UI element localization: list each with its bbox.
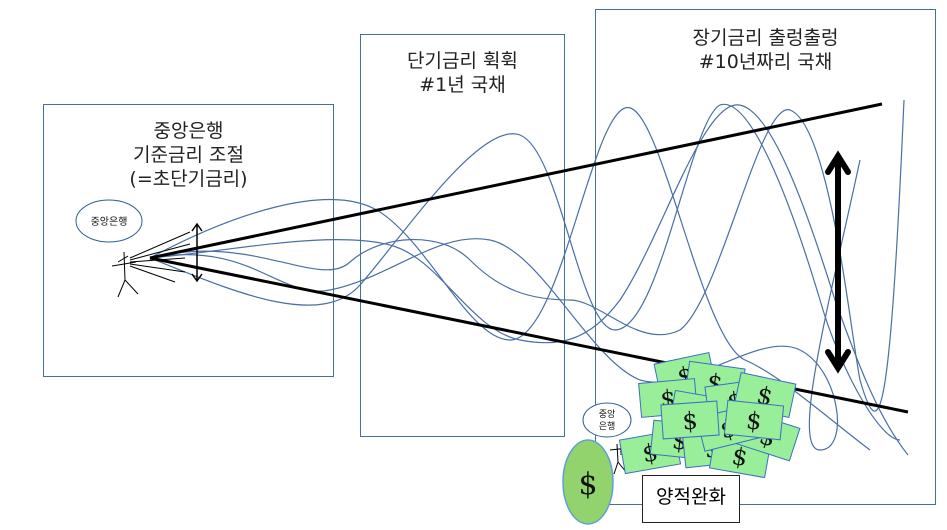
- rate-wave-4: [149, 99, 905, 412]
- cone-upper-line: [149, 102, 883, 260]
- rate-waves: [149, 99, 909, 456]
- dollar-bill-symbol: $: [730, 442, 750, 472]
- qe-bubble-line1: 중앙: [599, 408, 616, 420]
- central-bank-figure: 중앙은행: [75, 199, 191, 298]
- dollar-bill-symbol: $: [745, 406, 763, 435]
- money-bag-symbol: $: [578, 467, 597, 502]
- dollar-bill: $: [660, 400, 720, 440]
- qe-bubble-line2: 은행: [599, 420, 616, 432]
- short-term-panel-title: 단기금리 휙휙 #1년 국채: [407, 50, 518, 96]
- dollar-bill-symbol: $: [681, 406, 698, 435]
- dollar-bills: $$$$$$$$$$$$$$: [618, 351, 801, 479]
- long-term-panel-title: 장기금리 출렁출렁 #10년짜리 국채: [692, 27, 839, 73]
- rate-wave-5: [149, 159, 861, 451]
- central-bank-panel: 중앙은행 기준금리 조절 (=초단기금리): [43, 104, 334, 377]
- short-term-panel: 단기금리 휙휙 #1년 국채: [360, 34, 565, 437]
- rate-wave-2: [149, 103, 901, 441]
- short-rate-range-arrow: [191, 222, 203, 283]
- central-bank-speech-bubble: [75, 199, 143, 243]
- money-bag: $: [562, 439, 614, 525]
- central-bank-panel-title: 중앙은행 기준금리 조절 (=초단기금리): [129, 120, 248, 190]
- rate-wave-3: [149, 104, 909, 456]
- rate-wave-1: [149, 107, 871, 451]
- central-bank-bubble-text: 중앙은행: [91, 216, 128, 228]
- long-rate-range-arrow: [825, 150, 851, 374]
- qe-speech-bubble: [582, 402, 632, 438]
- dollar-bill: $: [723, 399, 785, 441]
- qe-label: 양적완화: [642, 475, 740, 523]
